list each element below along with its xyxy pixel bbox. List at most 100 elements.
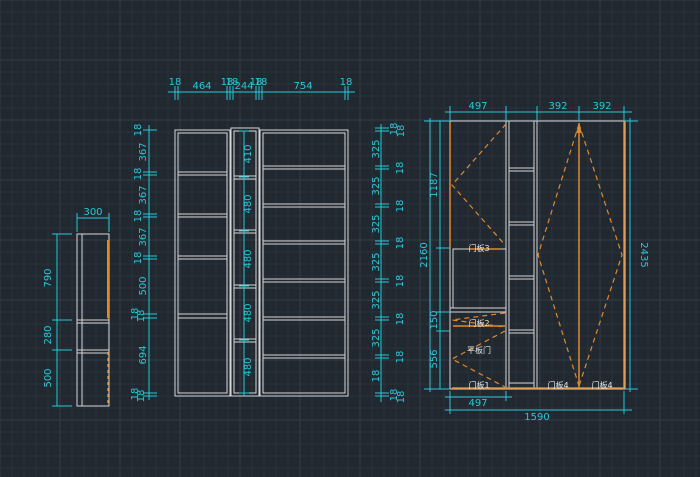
side-width-dimension (76, 213, 110, 232)
door-bottom-dimension (445, 391, 632, 414)
right-bay-outline (259, 129, 349, 397)
dim-label: 1590 (524, 412, 549, 423)
door1-swing-triangle (450, 330, 506, 388)
dim-label: 18 (395, 351, 406, 364)
dim-label: 150 (429, 310, 440, 329)
door-view-cabinet (449, 120, 626, 390)
side-width-label: 300 (83, 207, 102, 218)
middle-bay-outline (230, 127, 260, 397)
dim-label: 497 (468, 101, 487, 112)
hinge-arrow-icon (576, 124, 582, 133)
side-height-label: 790 (43, 268, 54, 287)
dim-label: 325 (371, 214, 382, 233)
dim-label: 18 (133, 124, 144, 137)
dim-label: 325 (371, 328, 382, 347)
dim-label: 480 (243, 194, 254, 213)
dim-label: 410 (243, 144, 254, 163)
left-bay-outline (174, 129, 231, 397)
front-mid-dimension (239, 130, 249, 396)
door-swing-indicators (450, 123, 623, 388)
door-left-dimension (424, 118, 450, 392)
dim-label: 18 (395, 237, 406, 250)
dim-label: 18 (221, 77, 234, 88)
dim-label: 480 (243, 303, 254, 322)
dim-label: 392 (548, 101, 567, 112)
dim-label: 18 (130, 308, 141, 321)
front-top-dimension (168, 86, 355, 100)
left-bay-shelves (178, 171, 227, 319)
dim-label: 18 (389, 389, 400, 402)
middle-bay-shelves (234, 175, 256, 343)
dim-label: 497 (468, 398, 487, 409)
dim-label: 694 (138, 345, 149, 364)
dim-label: 1187 (429, 172, 440, 197)
dim-label: 244 (234, 81, 253, 92)
right-bay-inner (262, 132, 346, 394)
dim-label: 754 (293, 81, 312, 92)
dim-label: 18 (250, 77, 263, 88)
side-lower-box (76, 349, 110, 407)
dim-label: 2160 (419, 242, 430, 267)
dim-label: 18 (255, 77, 268, 88)
dim-label: 18 (395, 275, 406, 288)
dim-label: 18 (340, 77, 353, 88)
door-right-dimension (625, 118, 638, 392)
dim-label: 18 (136, 390, 147, 403)
door-bottom-dimension-labels: 497 1590 (468, 398, 549, 423)
door1-label: 门板1 (468, 380, 489, 390)
dim-label: 18 (169, 77, 182, 88)
door4-left-swing-triangle (537, 123, 580, 387)
dim-label: 18 (395, 162, 406, 175)
dim-label: 18 (133, 210, 144, 223)
door-labels: 门板3 门板2 平板门 门板1 门板4 门板4 (467, 243, 613, 390)
front-left-dimension (143, 125, 157, 400)
side-view: 300 790 280 500 (43, 207, 110, 407)
dim-label: 500 (138, 276, 149, 295)
dim-label: 18 (396, 391, 407, 404)
left-bay-inner (177, 132, 228, 394)
dim-label: 18 (371, 370, 382, 383)
dim-label: 367 (138, 227, 149, 246)
dim-label: 18 (396, 125, 407, 138)
side-height-label: 500 (43, 368, 54, 387)
front-left-dimension-labels: 18 367 18 367 18 367 18 500 18 18 694 18… (130, 124, 149, 403)
front-right-dimension (375, 124, 389, 402)
dim-label: 392 (592, 101, 611, 112)
dim-label: 18 (389, 123, 400, 136)
flat-door-label: 平板门 (467, 345, 491, 355)
side-height-label: 280 (43, 325, 54, 344)
dim-label: 18 (226, 77, 239, 88)
dim-label: 18 (133, 252, 144, 265)
dim-label: 556 (429, 349, 440, 368)
door4-left-label: 门板4 (547, 380, 568, 390)
front-right-dimension-labels: 18 18 325 18 325 18 325 18 325 18 325 18… (371, 123, 407, 404)
front-view-cabinet (174, 127, 349, 397)
front-mid-dimension-labels: 410 480 480 480 480 (243, 144, 254, 376)
door-top-dimension (445, 106, 632, 121)
dim-label: 325 (371, 139, 382, 158)
dim-label: 18 (133, 168, 144, 181)
dim-label: 480 (243, 357, 254, 376)
front-top-dimension-labels: 18 464 18 18 244 18 18 754 18 (169, 77, 353, 92)
dim-label: 480 (243, 249, 254, 268)
door4-right-label: 门板4 (591, 380, 612, 390)
dim-label: 18 (130, 388, 141, 401)
door2-label: 门板2 (468, 318, 489, 328)
dim-label: 18 (395, 200, 406, 213)
dim-label: 18 (136, 310, 147, 323)
front-view: 18 464 18 18 244 18 18 754 18 18 (130, 77, 407, 403)
door3-swing-triangle (451, 123, 507, 247)
door-top-dimension-labels: 497 392 392 (468, 101, 611, 112)
dim-label: 325 (371, 252, 382, 271)
door-right-dim-label: 2435 (638, 242, 649, 267)
door-view: 门板3 门板2 平板门 门板1 门板4 门板4 497 392 392 (419, 101, 649, 423)
side-height-dimension (52, 233, 72, 407)
door-accent-lines (449, 121, 625, 389)
dim-label: 464 (192, 81, 211, 92)
dim-label: 367 (138, 185, 149, 204)
door-left-dimension-labels: 2160 1187 150 556 (419, 172, 440, 368)
dim-label: 325 (371, 290, 382, 309)
